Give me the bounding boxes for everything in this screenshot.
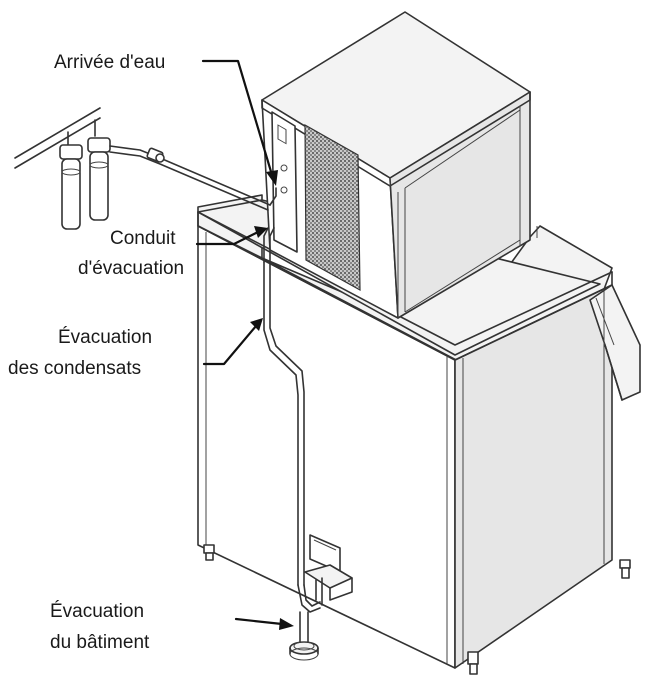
label-building-drain-1: Évacuation <box>50 601 144 622</box>
ice-bin-icon <box>197 194 641 675</box>
ice-machine-icon <box>261 11 531 319</box>
label-building-drain-2: du bâtiment <box>50 632 150 653</box>
label-condensate-drain-1: Évacuation <box>58 327 152 348</box>
leader-lines <box>195 59 294 630</box>
drain-pipes <box>263 227 321 613</box>
water-filter-icon <box>14 107 277 230</box>
label-condensate-drain-2: des condensats <box>8 358 141 379</box>
label-drain-line-2: d'évacuation <box>78 258 184 279</box>
label-water-inlet: Arrivée d'eau <box>54 52 165 73</box>
floor-drain-icon <box>289 611 319 661</box>
label-drain-line-1: Conduit <box>110 228 176 249</box>
